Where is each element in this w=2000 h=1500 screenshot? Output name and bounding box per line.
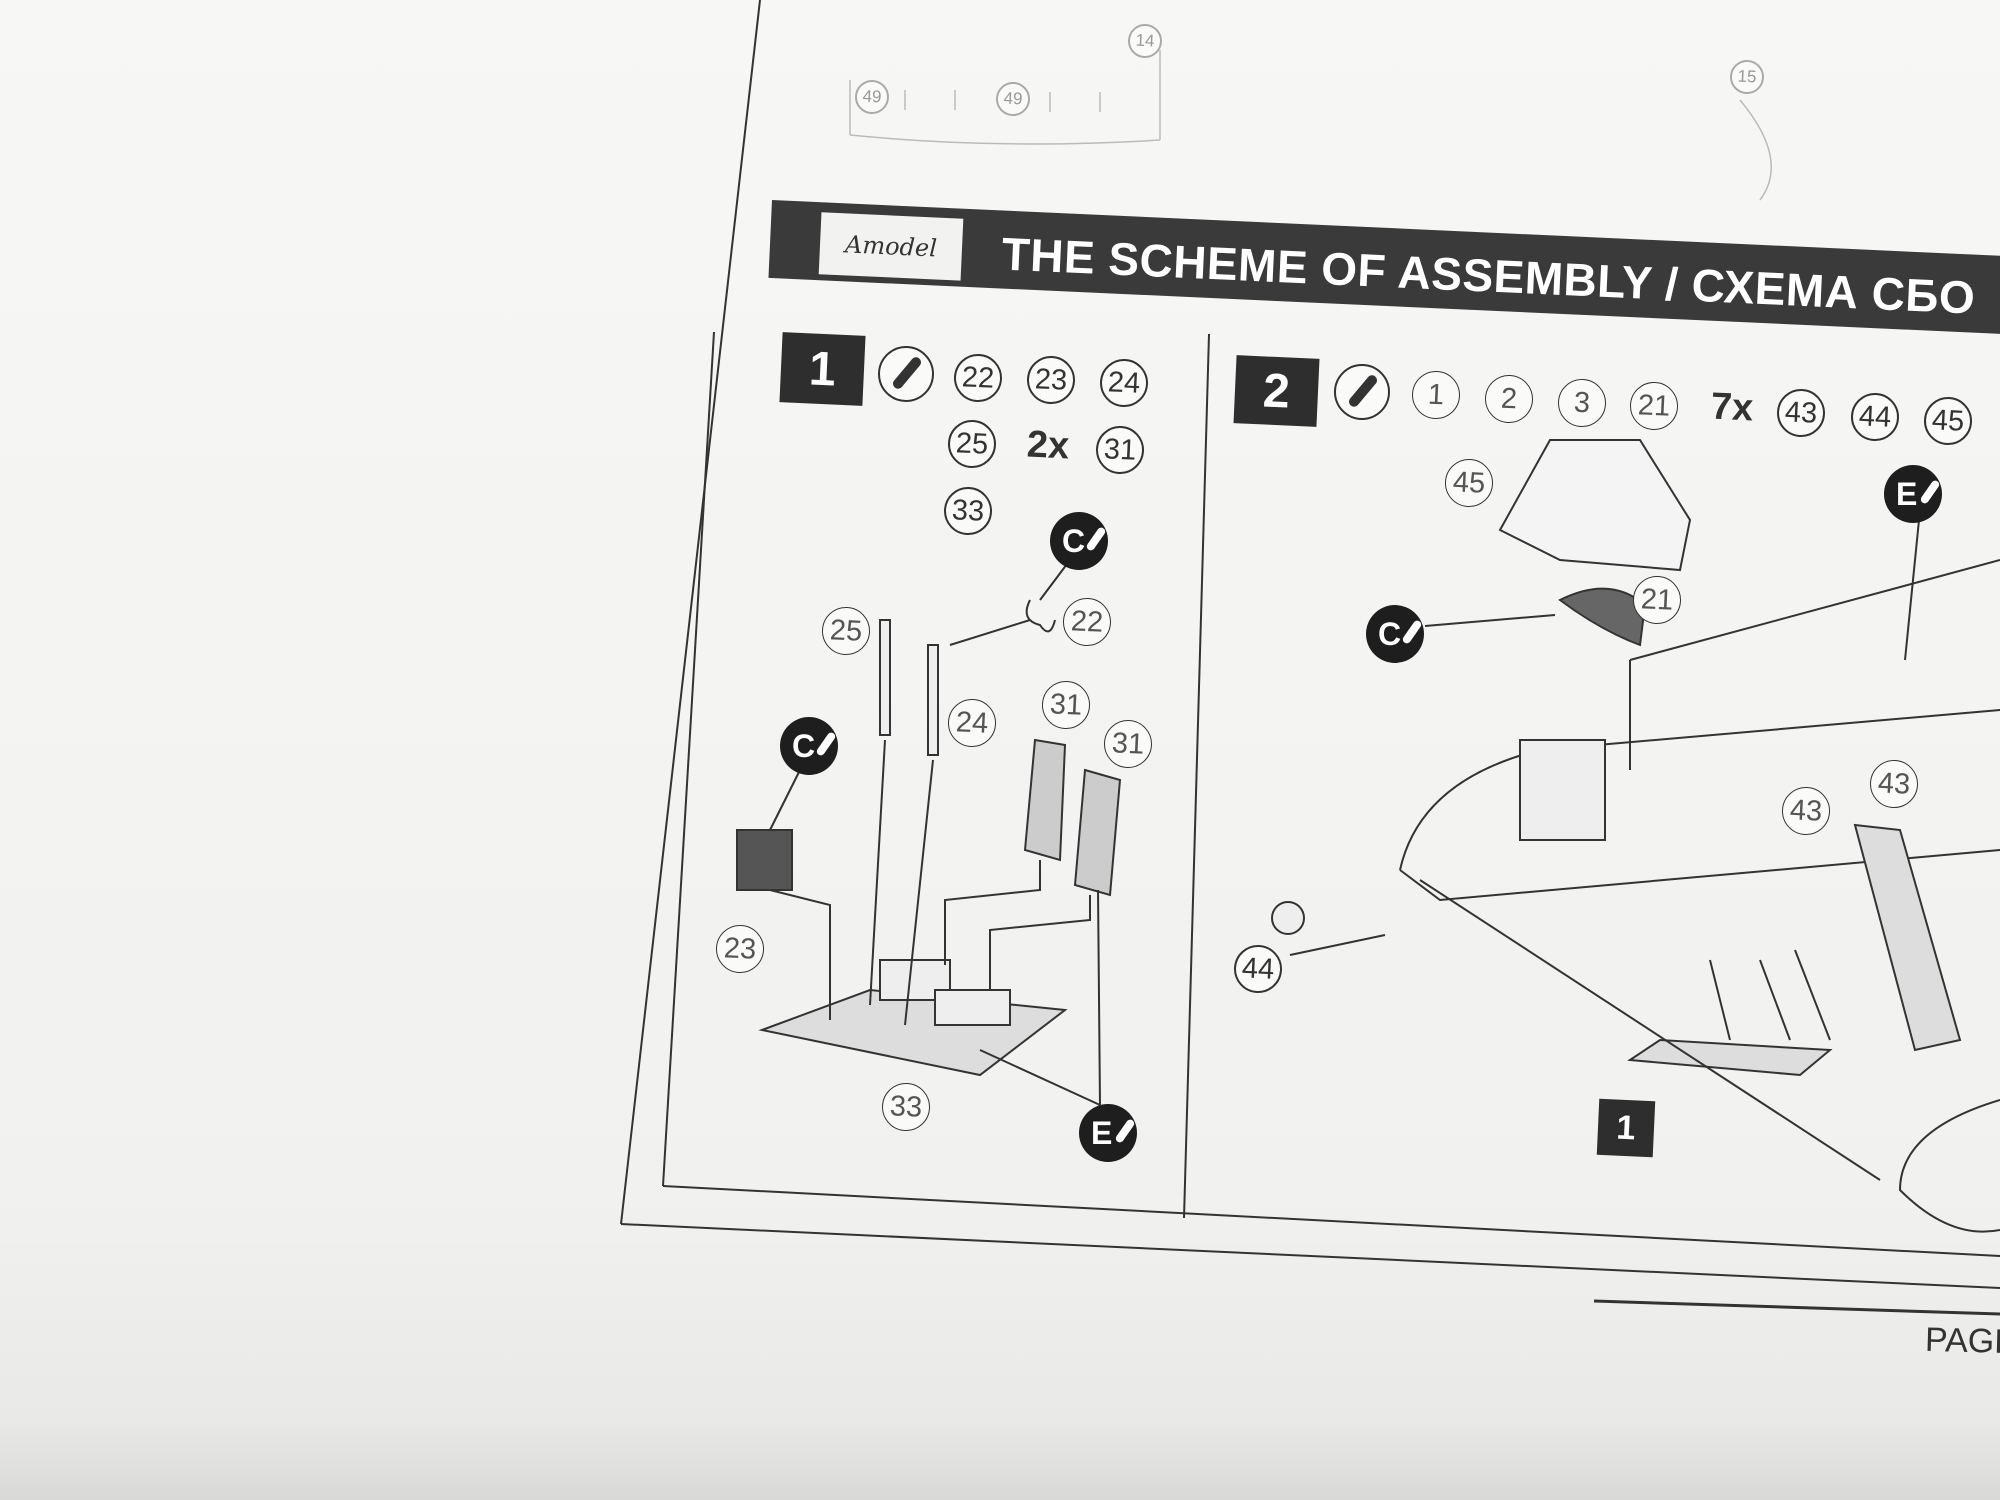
paint-code: E (1091, 1114, 1113, 1151)
brush-icon (1919, 479, 1941, 505)
glue-paint-icon (878, 346, 934, 402)
amodel-logo: Amodel (818, 212, 964, 281)
paint-code: C (1062, 522, 1086, 559)
outer-frame-bottom (620, 1223, 2000, 1289)
panel-frame-left (662, 331, 715, 1187)
brush-icon (1114, 1118, 1136, 1144)
step2-drawing (1271, 439, 2000, 1233)
step-number-1: 1 (779, 332, 866, 406)
brush-icon (1085, 526, 1107, 552)
step-divider (1183, 333, 1210, 1219)
faint-previous-drawing (849, 50, 1772, 201)
paint-color-badge: C (1050, 512, 1108, 570)
step1-drawing (736, 559, 1122, 1106)
quantity-multiplier: 2x (1025, 423, 1071, 468)
step-number-2: 2 (1233, 355, 1320, 427)
paper-shadow (0, 1420, 2000, 1500)
paint-color-badge: C (780, 717, 838, 775)
paint-code: C (1378, 615, 1402, 652)
footer-line (1593, 1299, 2000, 1316)
paint-color-badge: C (1366, 605, 1424, 663)
outer-frame-left (620, 0, 761, 1225)
panel-frame-bottom (662, 1185, 2000, 1257)
paint-code: E (1896, 475, 1918, 512)
subassembly-reference: 1 (1596, 1098, 1656, 1158)
glue-paint-icon (1334, 364, 1390, 420)
brush-icon (815, 731, 837, 757)
paint-color-badge: E (1884, 465, 1942, 523)
page-label: PAGE (1924, 1320, 2000, 1362)
paint-code: C (792, 727, 816, 764)
logo-text: Amodel (844, 230, 938, 263)
brush-icon (1401, 619, 1423, 645)
quantity-multiplier: 7x (1709, 385, 1755, 430)
paint-color-badge: E (1079, 1104, 1137, 1162)
